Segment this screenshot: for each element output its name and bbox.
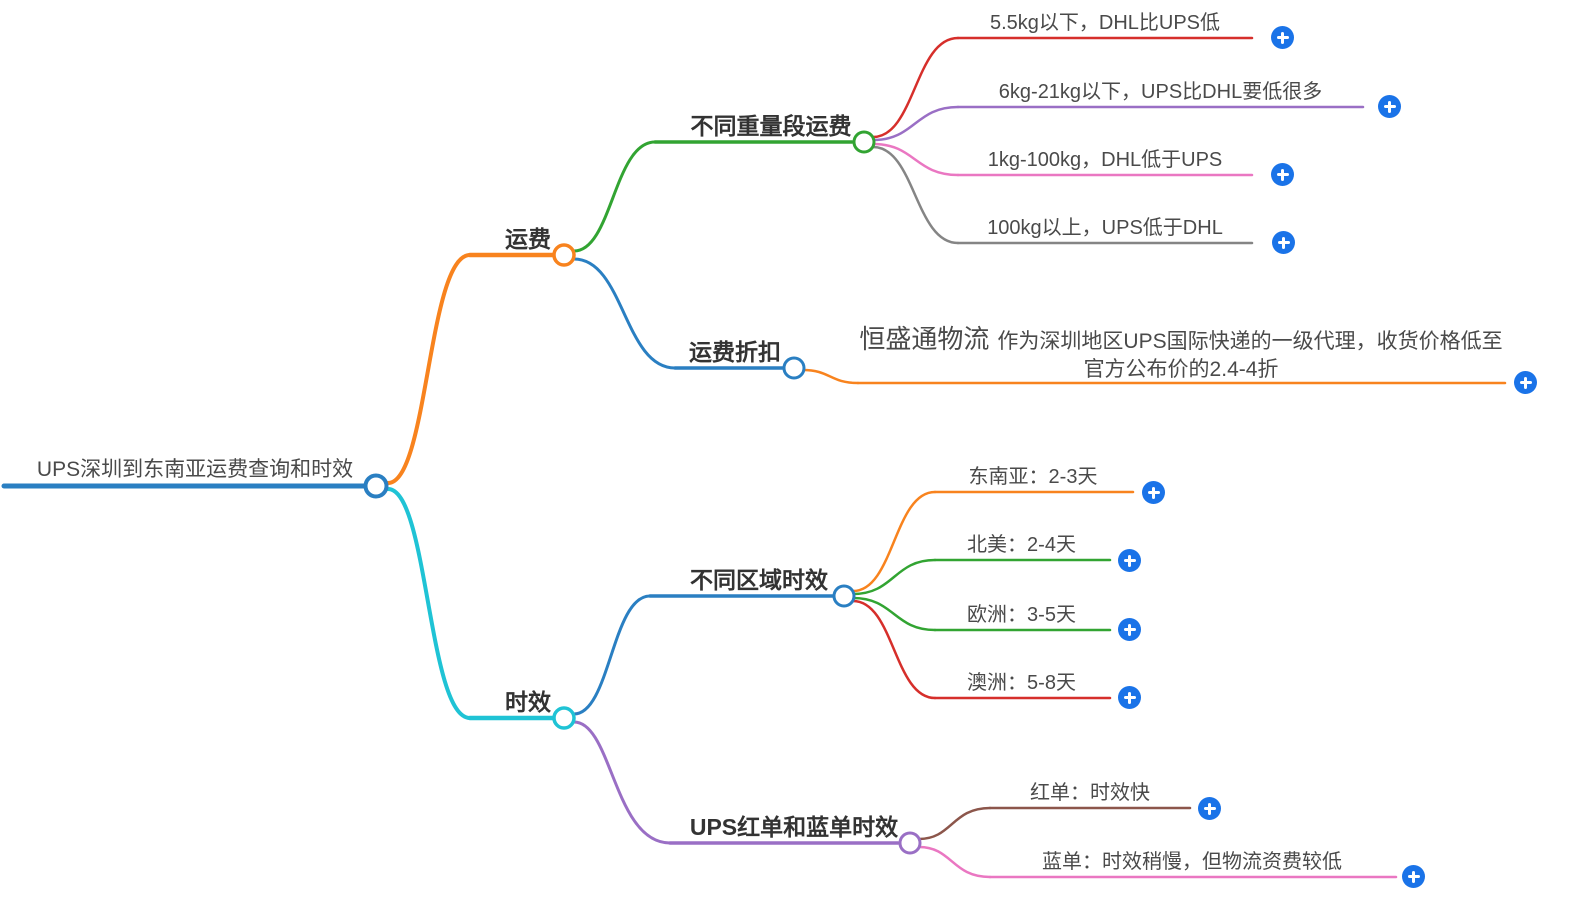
edge-red-order [917, 806, 992, 841]
expand-button-red-order[interactable] [1198, 797, 1221, 820]
node-label-discount-detail: 恒盛通物流作为深圳地区UPS国际快递的一级代理，收货价格低至官方公布价的2.4-… [856, 325, 1506, 384]
edge-red-blue-orders [572, 720, 672, 845]
edge-region-north-america [851, 558, 937, 596]
node-label-region-north-america: 北美：2-4天 [967, 534, 1076, 556]
node-label-region-australia: 澳洲：5-8天 [967, 672, 1076, 694]
node-label-region-europe: 欧洲：3-5天 [967, 604, 1076, 626]
discount-detail-text: 作为深圳地区UPS国际快递的一级代理，收货价格低至官方公布价的2.4-4折 [997, 330, 1503, 381]
expand-button-blue-order[interactable] [1402, 865, 1425, 888]
fold-handle-region-times[interactable] [832, 584, 856, 608]
expand-button-region-europe[interactable] [1118, 618, 1141, 641]
expand-button-region-southeast-asia[interactable] [1142, 481, 1165, 504]
node-label-weight-tiers: 不同重量段运费 [690, 113, 852, 139]
expand-button-region-north-america[interactable] [1118, 549, 1141, 572]
edge-discount-detail [801, 368, 860, 385]
node-label-tier-6-21kg: 6kg-21kg以下，UPS比DHL要低很多 [998, 81, 1323, 103]
edge-timeliness [386, 487, 472, 720]
expand-button-tier-1-100kg[interactable] [1271, 163, 1294, 186]
edge-tier-over-100kg [871, 145, 960, 245]
discount-detail-brand: 恒盛通物流 [859, 324, 990, 354]
fold-handle-freight[interactable] [552, 243, 576, 267]
fold-handle-timeliness[interactable] [552, 706, 576, 730]
node-label-region-times: 不同区域时效 [690, 567, 828, 593]
node-label-tier-1-100kg: 1kg-100kg，DHL低于UPS [987, 149, 1223, 171]
fold-handle-root[interactable] [363, 473, 389, 499]
node-label-red-order: 红单：时效快 [1030, 782, 1150, 804]
expand-button-discount-detail[interactable] [1514, 371, 1537, 394]
node-label-timeliness: 时效 [505, 689, 551, 715]
edge-tier-6-21kg [871, 105, 960, 142]
node-label-region-southeast-asia: 东南亚：2-3天 [968, 466, 1098, 488]
edge-region-australia [851, 599, 937, 700]
expand-button-tier-under-5-5kg[interactable] [1271, 26, 1294, 49]
edge-region-times [572, 594, 652, 716]
edge-region-europe [851, 596, 937, 632]
edge-tier-1-100kg [871, 142, 960, 177]
fold-handle-freight-discount[interactable] [782, 356, 806, 380]
fold-handle-weight-tiers[interactable] [852, 130, 876, 154]
node-label-blue-order: 蓝单：时效稍慢，但物流资费较低 [1042, 851, 1342, 873]
expand-button-region-australia[interactable] [1118, 686, 1141, 709]
node-label-freight-discount: 运费折扣 [689, 339, 781, 365]
node-label-freight: 运费 [505, 226, 551, 252]
edge-freight [386, 253, 472, 485]
node-label-tier-over-100kg: 100kg以上，UPS低于DHL [987, 217, 1223, 239]
node-label-tier-under-5-5kg: 5.5kg以下，DHL比UPS低 [989, 12, 1221, 34]
edge-weight-tiers [572, 140, 657, 253]
edge-freight-discount [572, 257, 677, 370]
fold-handle-red-blue-orders[interactable] [898, 831, 922, 855]
edge-blue-order [917, 845, 992, 879]
edge-tier-under-5-5kg [871, 36, 960, 139]
node-label-root: UPS深圳到东南亚运费查询和时效 [36, 458, 354, 481]
expand-button-tier-6-21kg[interactable] [1378, 95, 1401, 118]
expand-button-tier-over-100kg[interactable] [1272, 231, 1295, 254]
node-label-red-blue-orders: UPS红单和蓝单时效 [689, 814, 899, 840]
edge-region-southeast-asia [851, 490, 937, 593]
